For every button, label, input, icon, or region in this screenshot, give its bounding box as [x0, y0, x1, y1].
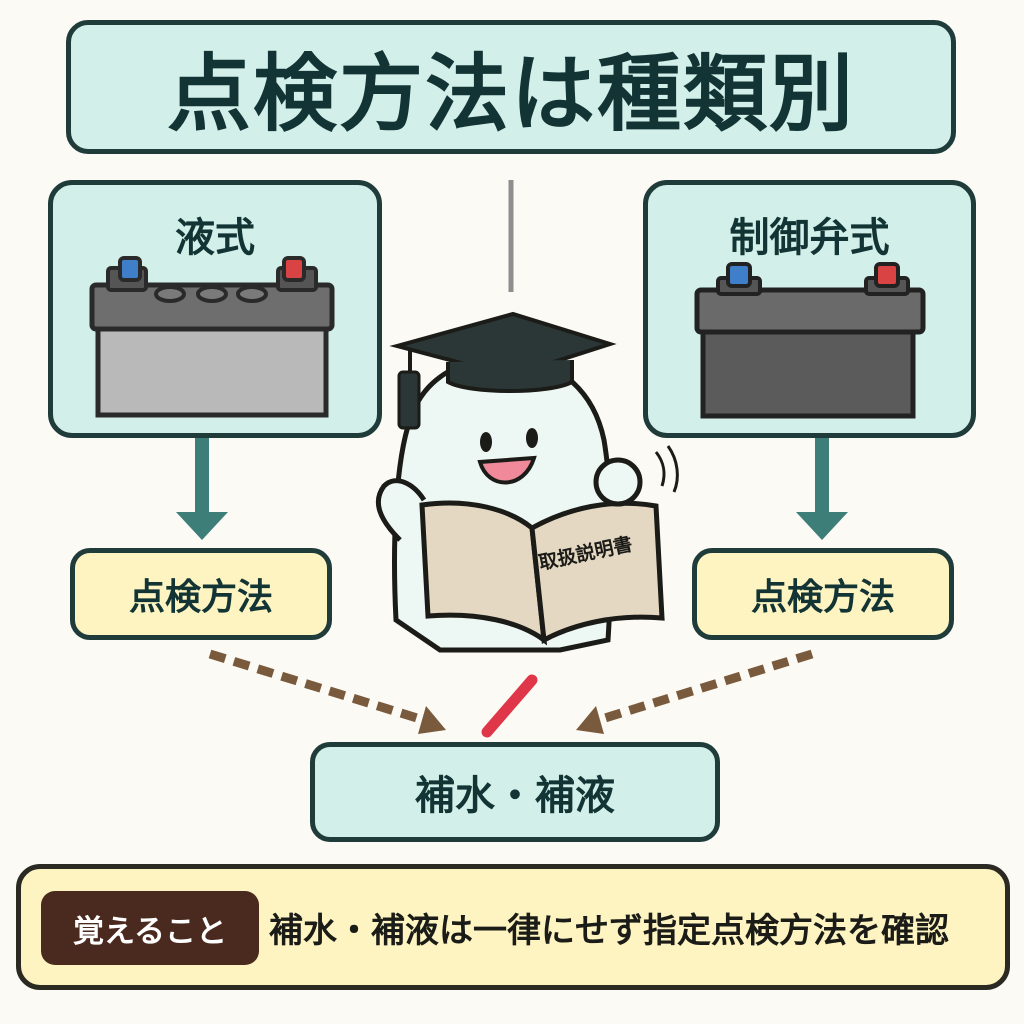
vrla-method-box: 点検方法	[692, 548, 954, 640]
vrla-type-label: 制御弁式	[729, 215, 890, 261]
vrla-negative-terminal	[726, 262, 752, 288]
liquid-negative-terminal	[118, 256, 142, 282]
liquid-to-refill-arrow	[208, 649, 446, 734]
liquid-positive-terminal	[282, 256, 306, 282]
vrla-battery-icon	[694, 262, 926, 419]
mascot-left-eye	[480, 432, 492, 452]
caution-slash-icon	[481, 674, 538, 738]
vrla-positive-terminal	[874, 262, 900, 288]
mascot-mouth	[477, 455, 537, 485]
liquid-battery-icon	[89, 256, 335, 418]
title-banner: 点検方法は種類別	[66, 20, 956, 154]
cap-tassel	[397, 370, 421, 430]
liquid-method-box: 点検方法	[70, 548, 332, 640]
liquid-down-arrow	[176, 438, 228, 540]
mascot-right-eye	[526, 428, 538, 448]
memo-badge: 覚えること	[41, 891, 259, 965]
mascot-right-hand	[593, 457, 643, 507]
liquid-type-label: 液式	[175, 215, 255, 261]
mascot-character	[375, 311, 679, 653]
memo-text: 補水・補液は一律にせず指定点検方法を確認	[269, 910, 949, 951]
vrla-down-arrow	[796, 438, 848, 540]
vrla-to-refill-arrow	[576, 649, 814, 734]
page-title: 点検方法は種類別	[166, 44, 855, 143]
manual-book-right-page	[529, 500, 665, 644]
memo-panel: 覚えること 補水・補液は一律にせず指定点検方法を確認	[16, 864, 1010, 990]
refill-box: 補水・補液	[310, 742, 720, 842]
